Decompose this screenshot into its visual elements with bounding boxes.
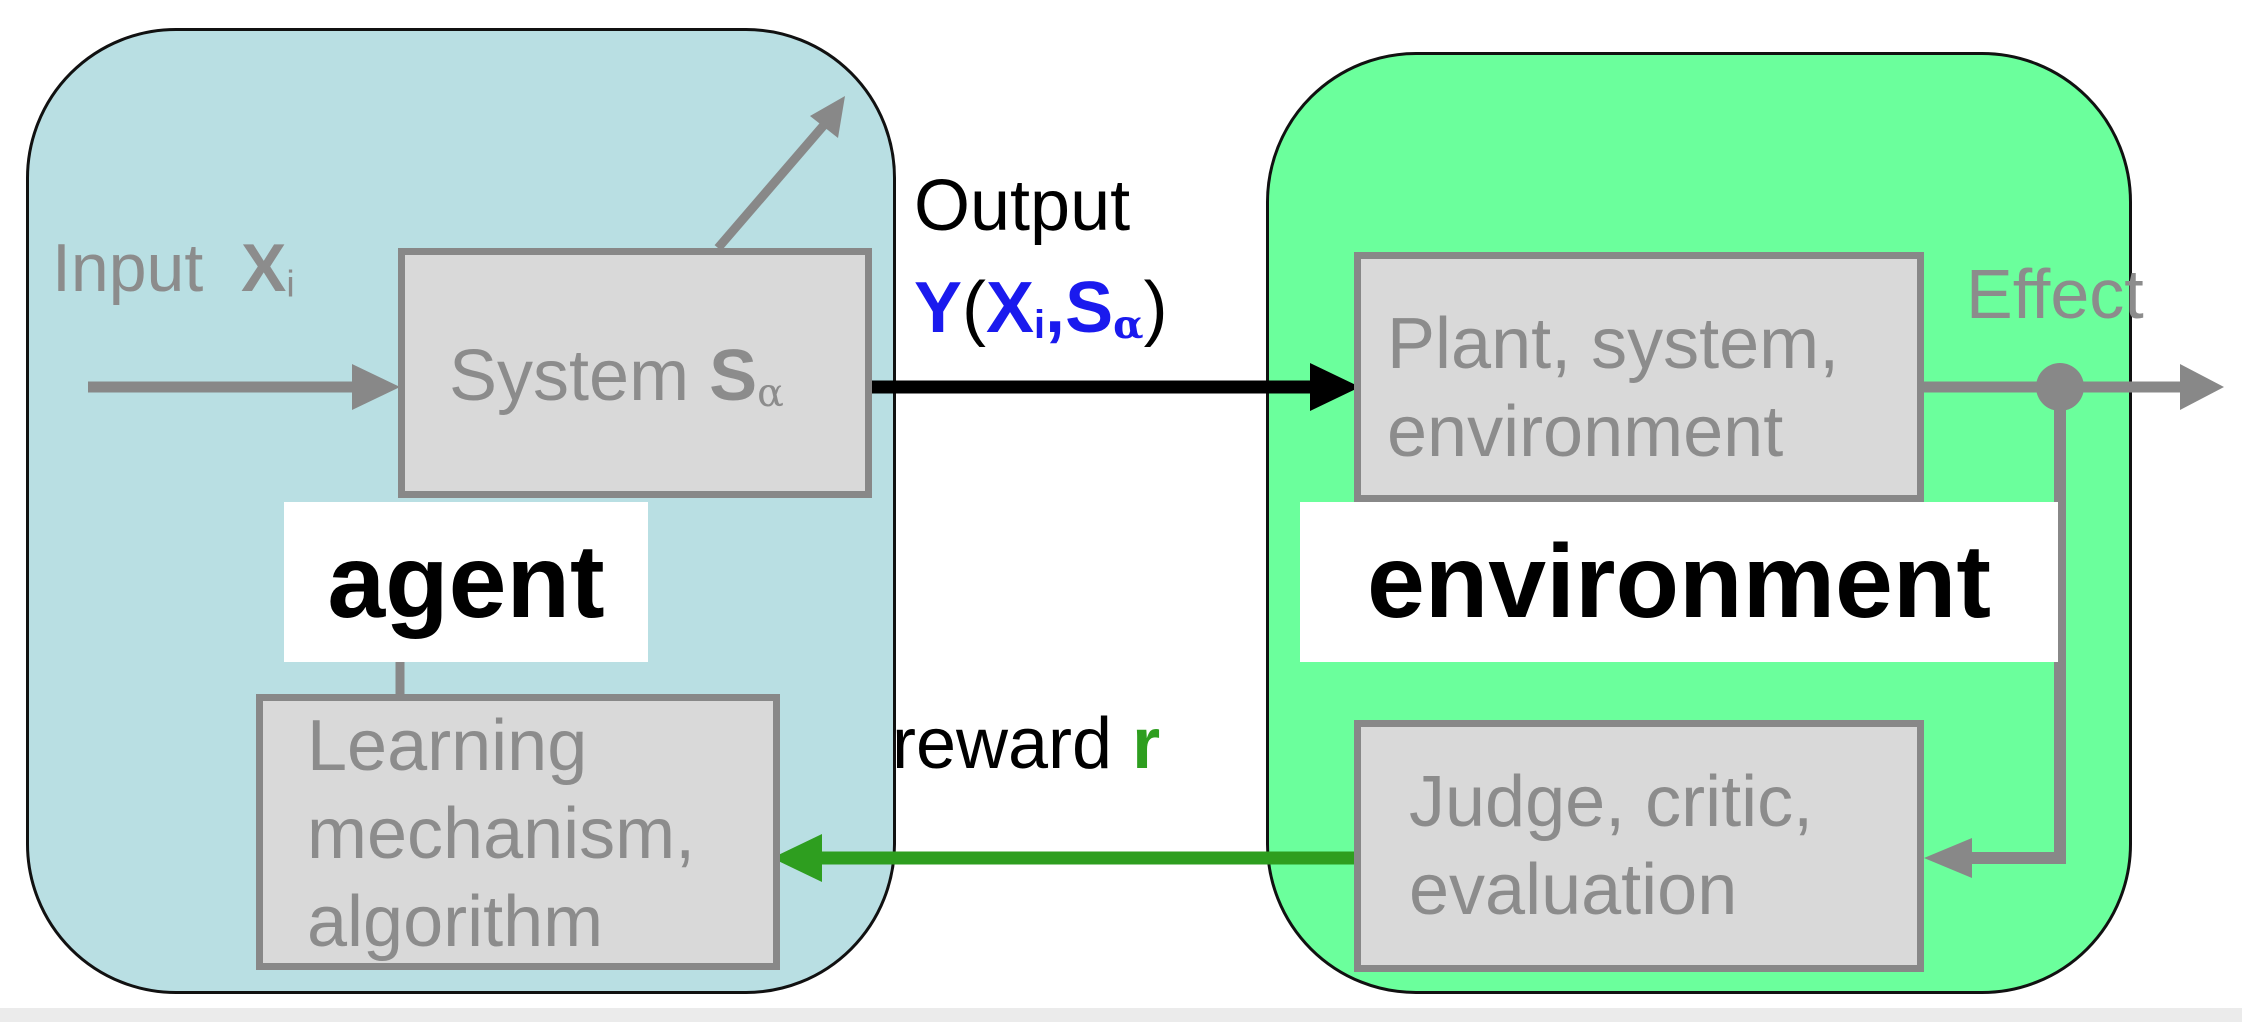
judge-box: Judge, critic, evaluation — [1354, 720, 1924, 972]
reward-arrowhead — [772, 834, 822, 882]
agent-tag: agent — [284, 502, 648, 662]
input-arrowhead — [352, 364, 400, 410]
reward-label: reward r — [892, 704, 1161, 784]
effect-arrowhead — [2180, 364, 2224, 410]
output-expression: Y(Xi,Sα) — [914, 268, 1168, 348]
system-box: System Sα — [398, 248, 872, 498]
environment-tag: environment — [1300, 502, 2058, 662]
learning-box-line3: algorithm — [307, 882, 604, 962]
system-update-arrowhead — [810, 96, 845, 138]
plant-box-line2: environment — [1387, 392, 1784, 472]
judge-box-line2: evaluation — [1409, 850, 1738, 930]
learning-box-line2: mechanism, — [307, 794, 696, 874]
feedback-arrowhead — [1924, 838, 1972, 878]
bottom-strip — [0, 1008, 2242, 1022]
input-label: Input Xi — [52, 230, 295, 306]
output-label: Output — [914, 166, 1131, 246]
effect-label: Effect — [1966, 255, 2144, 333]
system-box-label: System Sα — [449, 336, 784, 416]
plant-box: Plant, system, environment — [1354, 252, 1924, 502]
learning-box: Learning mechanism, algorithm — [256, 694, 780, 970]
output-arrowhead — [1310, 363, 1360, 411]
system-update-arrow — [714, 115, 834, 251]
plant-box-line1: Plant, system, — [1387, 304, 1840, 384]
judge-box-line1: Judge, critic, — [1409, 762, 1814, 842]
learning-box-line1: Learning — [307, 706, 588, 786]
